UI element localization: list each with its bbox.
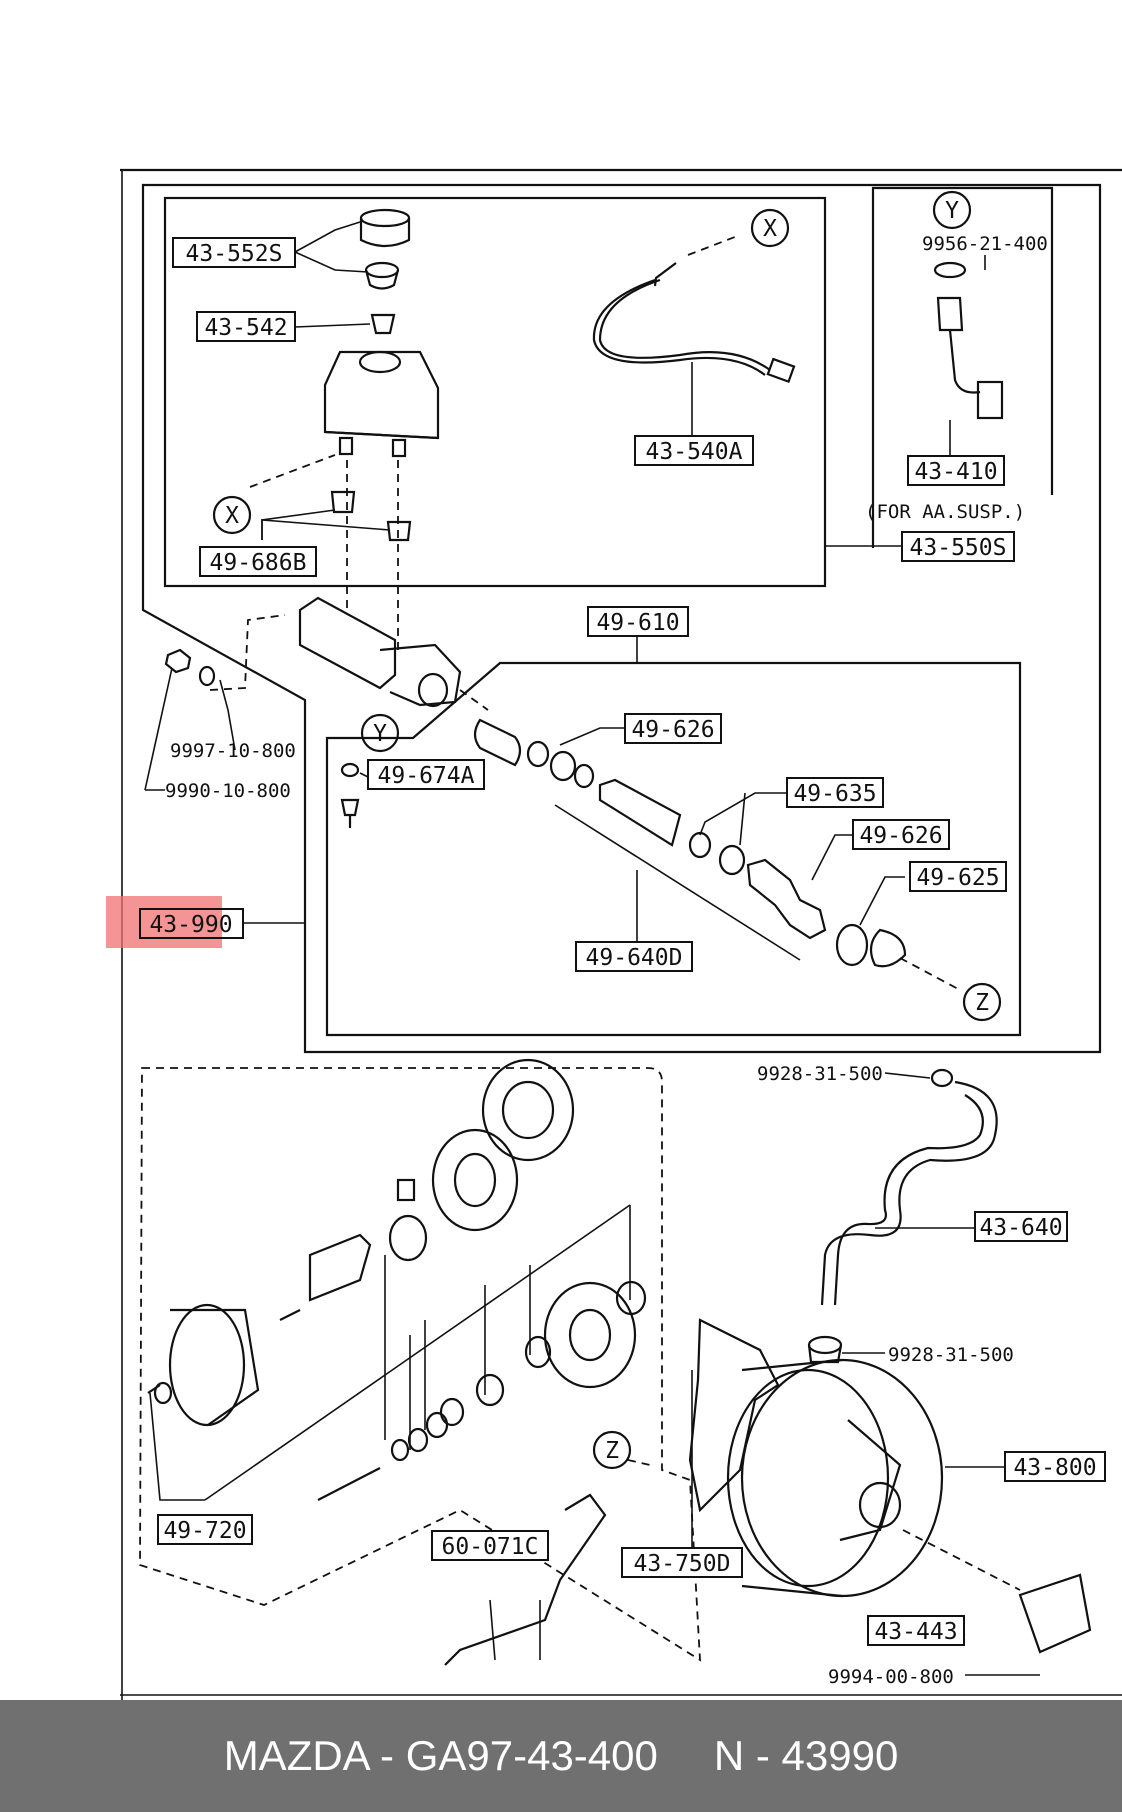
booster-internals (147, 1058, 647, 1501)
svg-text:43-990: 43-990 (149, 912, 232, 938)
marker-z-right: Z (962, 982, 1002, 1022)
svg-text:Y: Y (945, 198, 959, 224)
svg-text:43-540A: 43-540A (646, 439, 743, 465)
label-43-640: 43-640 (974, 1211, 1068, 1242)
master-cylinder-outline (141, 183, 1102, 1054)
label-9997-10-800: 9997-10-800 (170, 740, 296, 762)
svg-text:49-610: 49-610 (596, 610, 679, 636)
svg-text:Z: Z (605, 1438, 619, 1464)
booster-hose (807, 1068, 998, 1364)
pedal-bracket (444, 1493, 607, 1666)
svg-text:X: X (225, 503, 239, 529)
svg-text:Y: Y (373, 721, 387, 747)
leader-lines-lower (149, 1072, 1040, 1676)
svg-text:43-410: 43-410 (914, 459, 997, 485)
svg-text:43-443: 43-443 (874, 1619, 957, 1645)
label-43-800: 43-800 (1004, 1451, 1106, 1482)
label-49-626-b: 49-626 (852, 819, 950, 850)
label-9956-21-400: 9956-21-400 (922, 233, 1048, 255)
booster-region (139, 1067, 701, 1662)
label-49-640D: 49-640D (575, 941, 693, 972)
svg-text:49-625: 49-625 (916, 865, 999, 891)
label-49-625: 49-625 (909, 861, 1007, 892)
piston-components (473, 718, 907, 968)
svg-text:49-626: 49-626 (631, 717, 714, 743)
marker-y-mid: Y (360, 713, 400, 753)
label-49-610: 49-610 (587, 606, 689, 637)
reservoir-cap (359, 208, 411, 335)
parts-diagram: X X Y Y Z Z 43-552S 43-542 43-540A 43-41… (106, 168, 1122, 1700)
svg-text:43-800: 43-800 (1013, 1455, 1096, 1481)
svg-text:49-686B: 49-686B (210, 550, 307, 576)
marker-z-lower: Z (592, 1430, 632, 1470)
footer-part-number: MAZDA - GA97-43-400 (223, 1732, 658, 1779)
highlight-marker (106, 896, 222, 948)
label-43-552S: 43-552S (172, 237, 296, 268)
leader-lines-upper (144, 221, 986, 961)
reservoir-box (163, 196, 827, 588)
label-43-443: 43-443 (867, 1615, 965, 1646)
svg-text:49-626: 49-626 (859, 823, 942, 849)
master-cylinder-body (298, 596, 462, 708)
nut-and-washer (164, 648, 216, 687)
svg-text:49-720: 49-720 (163, 1518, 246, 1544)
piston-box (325, 661, 1022, 1037)
marker-x-left: X (212, 495, 252, 535)
label-43-540A: 43-540A (634, 435, 754, 466)
sensor-box (871, 186, 1054, 548)
svg-text:49-635: 49-635 (793, 781, 876, 807)
svg-text:49-674A: 49-674A (378, 763, 475, 789)
label-49-635: 49-635 (786, 777, 884, 808)
svg-text:43-750D: 43-750D (634, 1551, 731, 1577)
label-49-686B: 49-686B (199, 546, 317, 577)
footer-bar: MAZDA - GA97-43-400 N - 43990 (0, 1700, 1122, 1812)
label-43-410: 43-410 (907, 455, 1005, 486)
bleeder-screw (340, 762, 360, 828)
label-9994-00-800: 9994-00-800 (828, 1666, 954, 1688)
label-43-990: 43-990 (139, 908, 244, 939)
reservoir-tank (323, 350, 440, 458)
svg-text:49-640D: 49-640D (586, 945, 683, 971)
fluid-level-sensor (592, 262, 796, 384)
marker-x-top: X (750, 208, 790, 248)
footer-reference: N - 43990 (713, 1732, 899, 1779)
label-43-750D: 43-750D (621, 1547, 743, 1578)
label-49-626-a: 49-626 (624, 713, 722, 744)
label-60-071C: 60-071C (431, 1530, 549, 1561)
svg-text:X: X (763, 216, 777, 242)
label-43-550S: 43-550S (901, 531, 1015, 562)
marker-y-top: Y (932, 190, 972, 230)
label-9990-10-800: 9990-10-800 (165, 780, 291, 802)
bracket (688, 1318, 780, 1513)
pressure-switch (933, 261, 1004, 420)
brake-booster (726, 1358, 1092, 1654)
label-9928-31-500-bottom: 9928-31-500 (888, 1344, 1014, 1366)
label-49-720: 49-720 (157, 1514, 253, 1545)
label-for-aa-susp: (FOR AA.SUSP.) (865, 501, 1025, 523)
label-9928-31-500-top: 9928-31-500 (757, 1063, 883, 1085)
svg-text:60-071C: 60-071C (442, 1534, 539, 1560)
svg-text:43-542: 43-542 (204, 315, 287, 341)
svg-text:43-640: 43-640 (979, 1215, 1062, 1241)
svg-text:Z: Z (975, 990, 989, 1016)
label-43-542: 43-542 (196, 311, 296, 342)
svg-text:43-552S: 43-552S (186, 241, 283, 267)
svg-text:43-550S: 43-550S (910, 535, 1007, 561)
label-49-674A: 49-674A (367, 759, 485, 790)
